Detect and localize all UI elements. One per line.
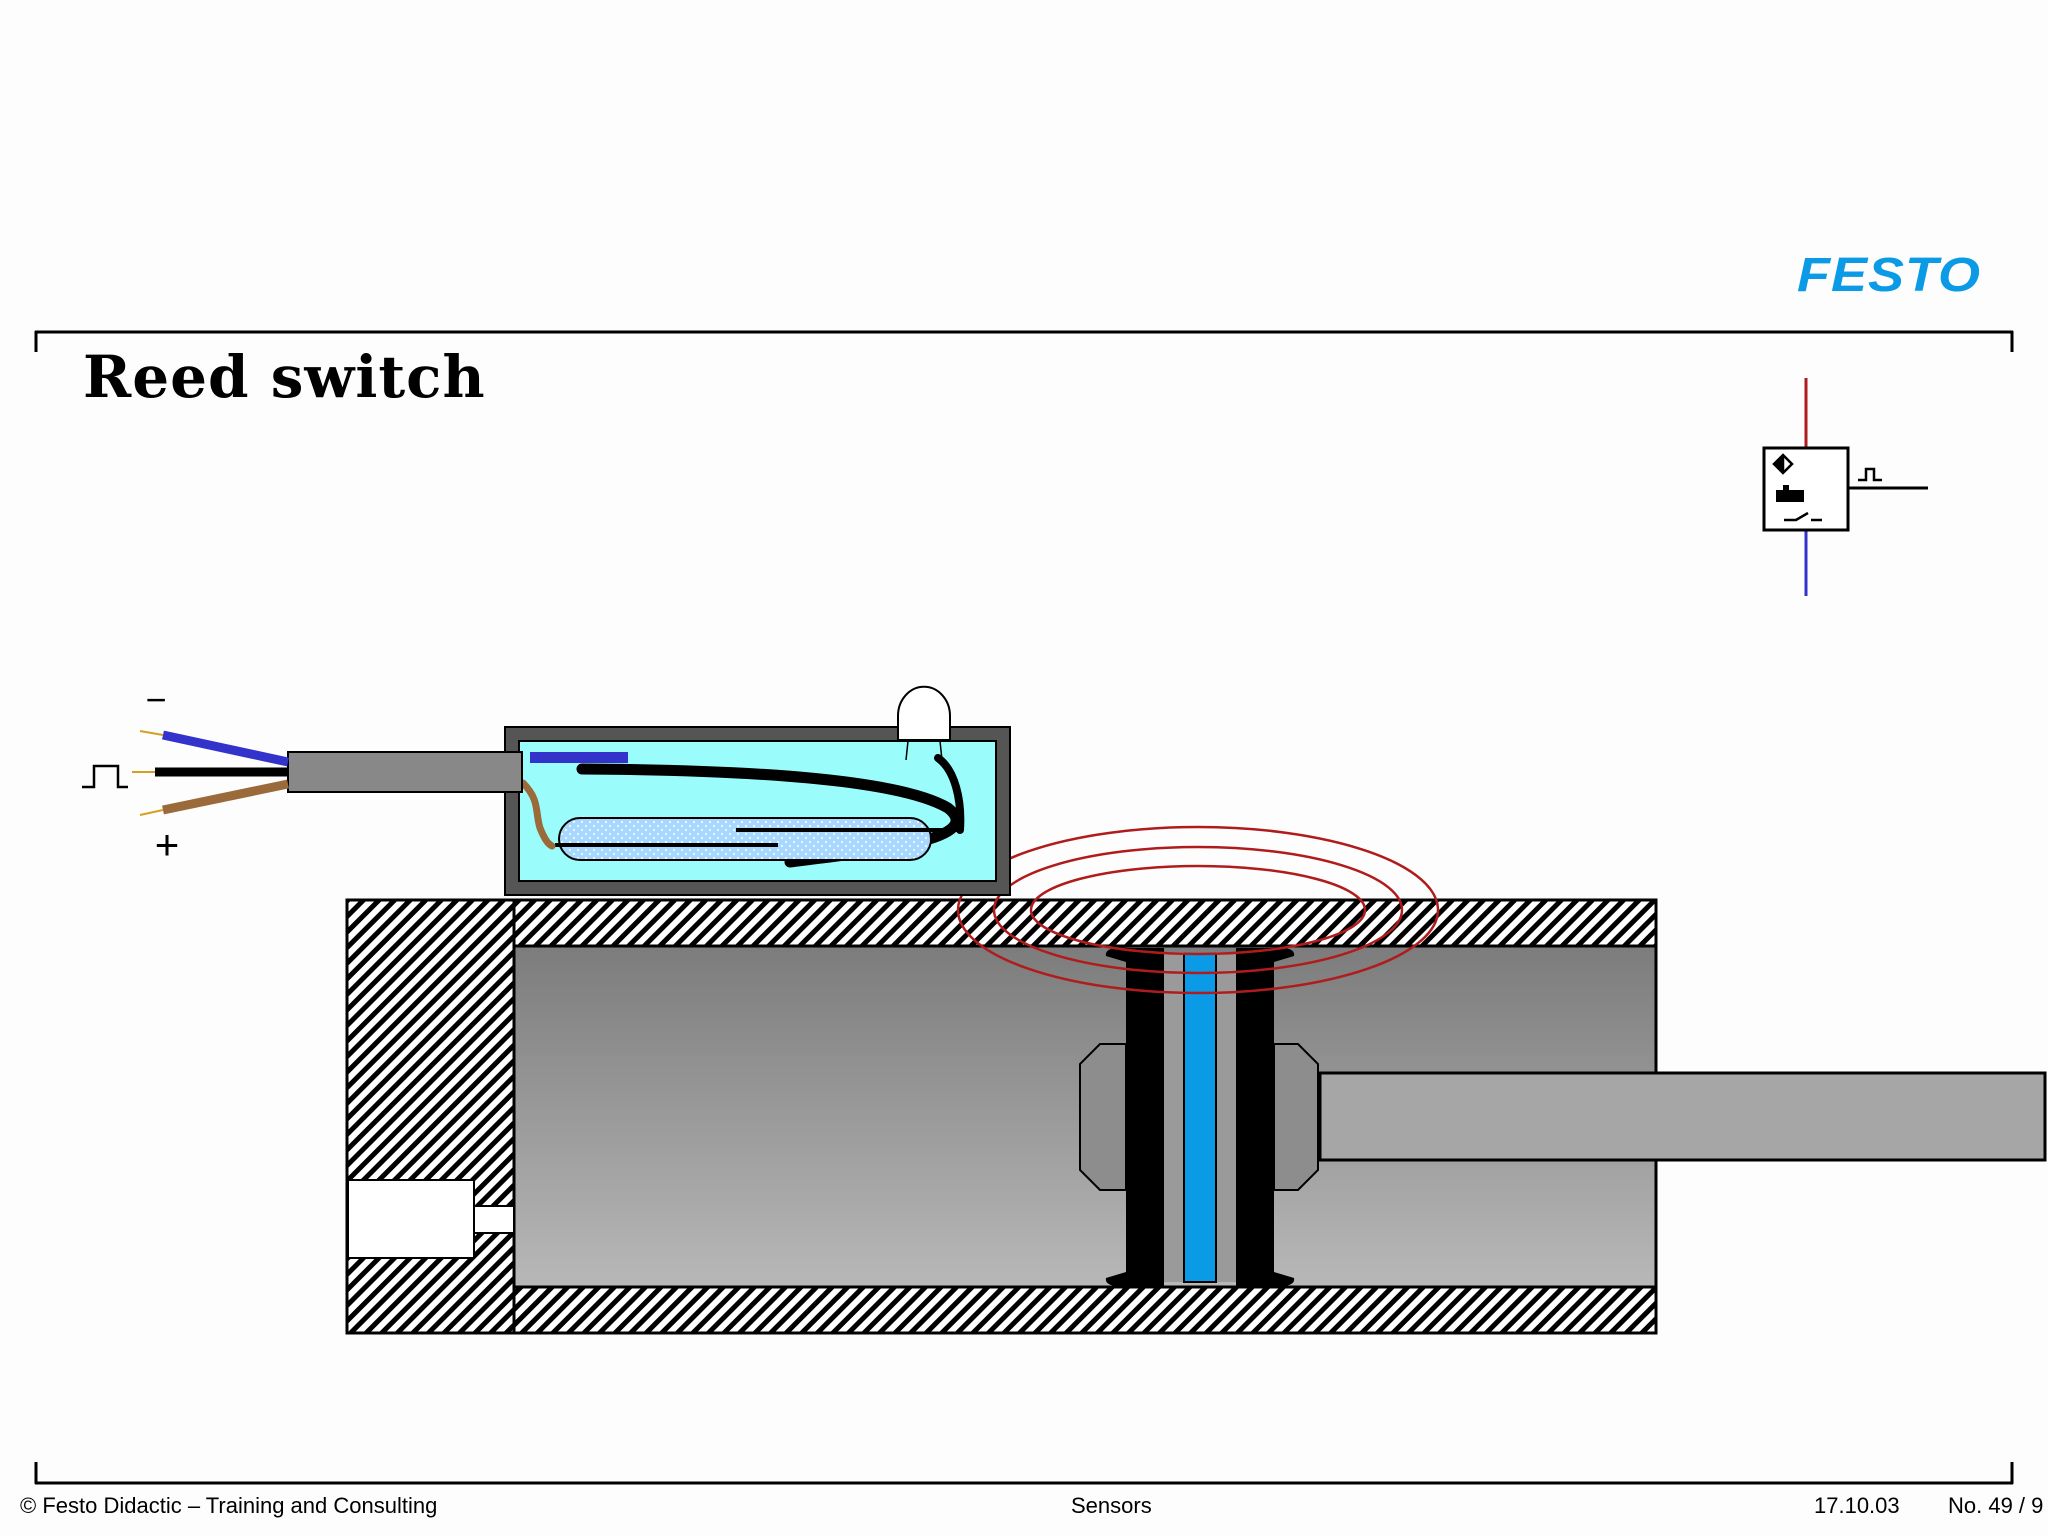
switch-contact-icon bbox=[1784, 511, 1822, 522]
magnetic-field-lines bbox=[956, 825, 1440, 995]
plus-label: + bbox=[155, 821, 180, 868]
reed-glass-tube bbox=[558, 817, 932, 861]
led-indicator bbox=[897, 685, 951, 741]
header-rule bbox=[34, 330, 2014, 352]
air-port-channel bbox=[473, 1205, 515, 1234]
footer-date: 17.10.03 bbox=[1814, 1493, 1900, 1518]
piston-seal-right bbox=[1236, 948, 1274, 1284]
footer-rule bbox=[34, 1462, 2014, 1485]
reed-switch-symbol bbox=[1762, 378, 1928, 596]
cable: − + bbox=[82, 679, 523, 868]
wire-blue bbox=[162, 730, 289, 767]
pulse-output-icon bbox=[82, 764, 128, 789]
piston-seal-left bbox=[1126, 948, 1164, 1284]
piston-magnet bbox=[1183, 953, 1217, 1283]
sensor-housing bbox=[504, 685, 1011, 896]
piston-rod bbox=[1318, 1071, 2047, 1162]
pulse-signal-icon bbox=[1858, 467, 1882, 482]
piston-body-right bbox=[1216, 952, 1236, 1282]
slide-title: Reed switch bbox=[83, 343, 486, 411]
piston-hub-right bbox=[1273, 1043, 1319, 1191]
footer-section: Sensors bbox=[1071, 1493, 1152, 1518]
footer-page-number: No. 49 / 9 bbox=[1948, 1493, 2044, 1518]
festo-logo: FESTO bbox=[1797, 248, 1982, 302]
cylinder-top-wall bbox=[512, 898, 1658, 948]
cylinder-end-cap bbox=[345, 898, 516, 1335]
air-port bbox=[347, 1179, 475, 1259]
cylinder-bottom-wall bbox=[512, 1285, 1658, 1335]
footer-copyright: © Festo Didactic – Training and Consulti… bbox=[20, 1493, 438, 1518]
cable-sheath bbox=[287, 751, 523, 793]
piston-hub-left bbox=[1079, 1043, 1127, 1191]
wire-brown bbox=[162, 779, 289, 815]
brown-inner-wire bbox=[519, 779, 556, 850]
piston-body-left bbox=[1164, 952, 1184, 1282]
magnet-block-icon bbox=[1776, 490, 1804, 502]
contact-strip bbox=[530, 752, 628, 763]
minus-label: − bbox=[145, 679, 166, 720]
